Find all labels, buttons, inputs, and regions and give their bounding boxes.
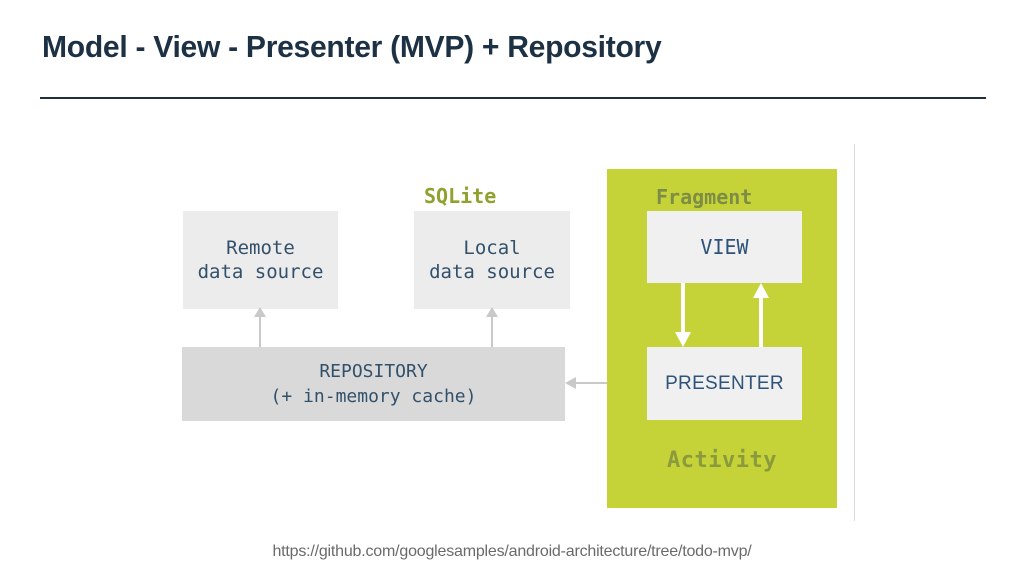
view-node: VIEW [647, 211, 802, 283]
activity-container: Fragment VIEW PRESENTER Activity [607, 169, 837, 508]
source-url: https://github.com/googlesamples/android… [272, 543, 752, 560]
sqlite-label: SQLite [424, 184, 497, 208]
title-divider [40, 97, 986, 99]
node-label-line: data source [429, 261, 555, 283]
node-label-line: (+ in-memory cache) [270, 386, 477, 407]
arrow-head-left-icon [565, 377, 576, 389]
slide-title: Model - View - Presenter (MVP) + Reposit… [42, 29, 662, 64]
arrow-head-up-icon [753, 283, 769, 298]
repository-node: REPOSITORY (+ in-memory cache) [182, 347, 565, 421]
diagram-image-edge-line [854, 144, 855, 521]
local-data-source-node: Local data source [414, 211, 570, 309]
arrow-head-up-icon [254, 307, 266, 317]
node-label-line: REPOSITORY [319, 361, 428, 382]
presenter-node: PRESENTER [647, 347, 802, 420]
arrow-shaft [259, 316, 261, 347]
arrow-shaft [759, 297, 763, 347]
arrow-head-up-icon [486, 307, 498, 317]
fragment-label: Fragment [656, 185, 753, 209]
arrow-head-down-icon [675, 332, 691, 347]
remote-data-source-node: Remote data source [183, 211, 338, 309]
activity-label: Activity [667, 448, 777, 473]
node-label-line: Remote [226, 237, 295, 259]
node-label-line: data source [197, 261, 324, 283]
arrow-shaft [681, 283, 685, 334]
arrow-shaft [491, 316, 493, 347]
node-label-line: Local [463, 237, 521, 259]
